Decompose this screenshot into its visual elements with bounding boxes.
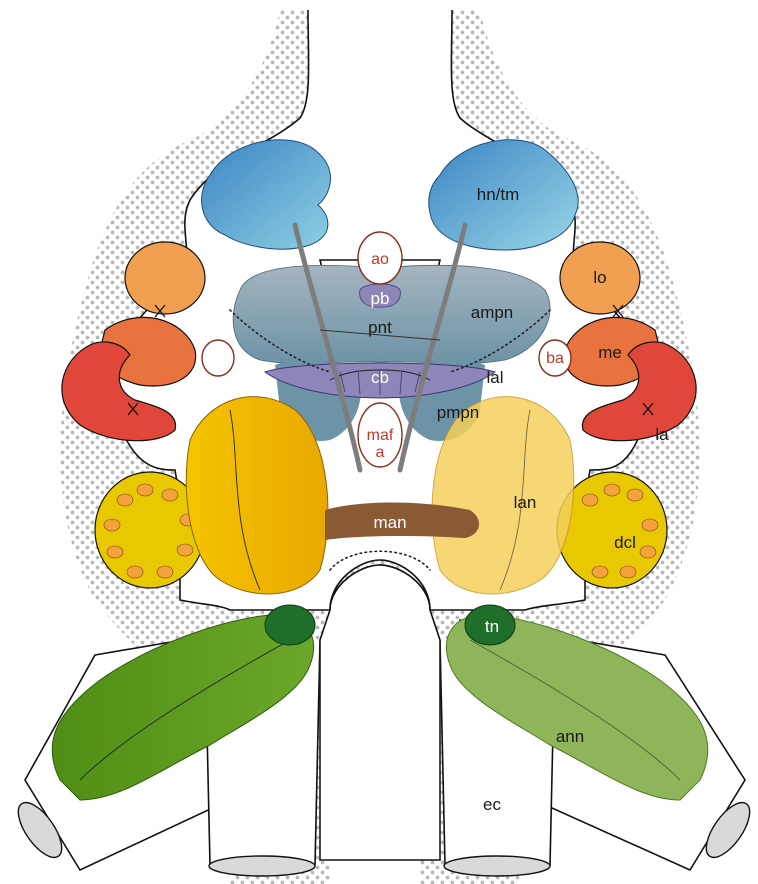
label-lan: lan — [514, 493, 537, 512]
label-ann: ann — [556, 727, 584, 746]
label-ampn: ampn — [471, 303, 514, 322]
label-ba: ba — [546, 350, 564, 367]
label-man: man — [373, 513, 406, 532]
label-la: la — [655, 425, 669, 444]
label-lal: lal — [486, 368, 503, 387]
label-pnt: pnt — [368, 318, 392, 337]
label-maf-line1: maf — [367, 427, 394, 444]
label-lo: lo — [593, 268, 606, 287]
lobula-left — [125, 242, 205, 314]
lateral-antennular-neuropil-right — [432, 397, 574, 594]
blood-artery-left — [202, 340, 234, 376]
label-dcl: dcl — [614, 533, 636, 552]
connective-end-right — [444, 856, 550, 876]
lateral-antennular-neuropil-left — [186, 397, 328, 594]
label-me: me — [598, 343, 622, 362]
label-cb: cb — [371, 368, 389, 387]
label-pmpn: pmpn — [437, 403, 480, 422]
connective-end-left — [209, 856, 315, 876]
tegumentary-neuropil-left — [265, 605, 315, 645]
label-maf-line2: a — [376, 444, 385, 461]
label-hn-tm: hn/tm — [477, 185, 520, 204]
label-ao: ao — [371, 251, 389, 268]
label-ec: ec — [483, 795, 501, 814]
label-tn: tn — [485, 617, 499, 636]
label-pb: pb — [371, 289, 390, 308]
